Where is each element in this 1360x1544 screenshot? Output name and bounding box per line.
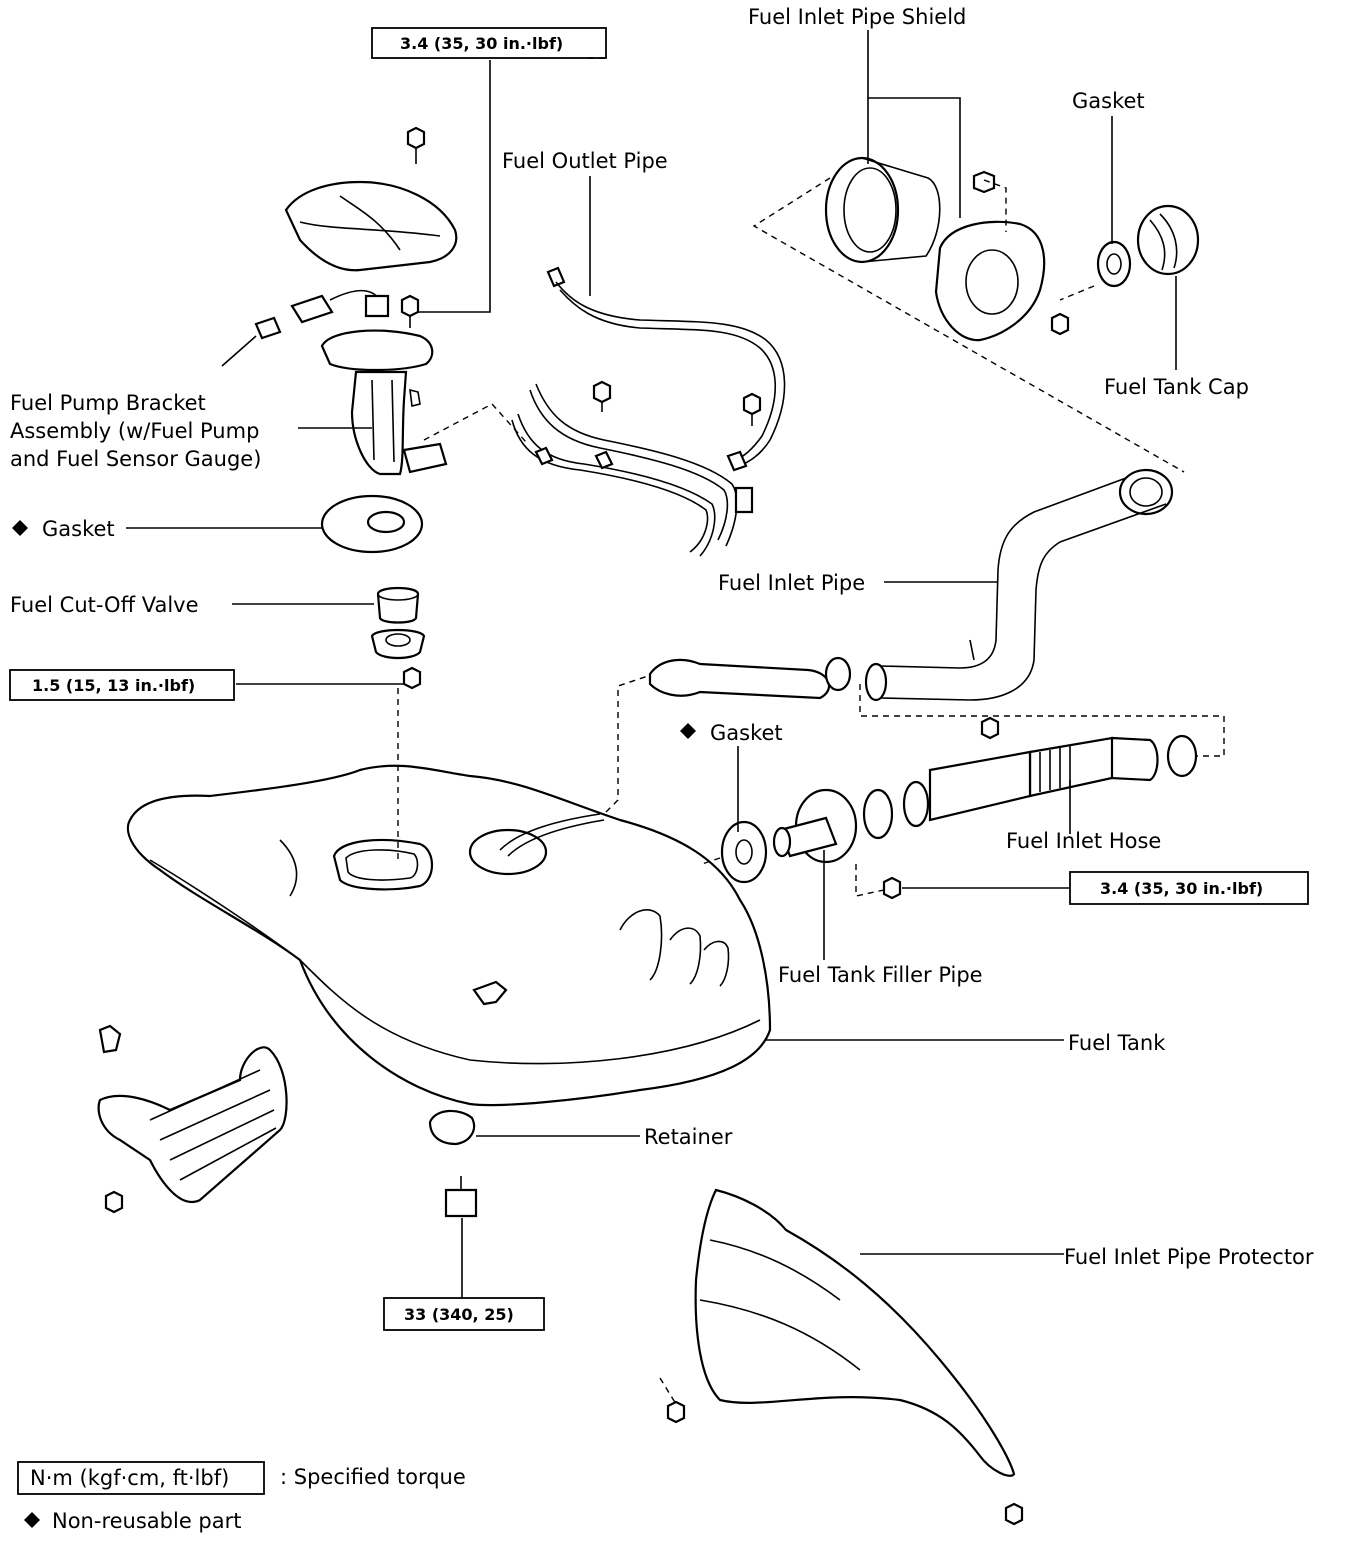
fuel-tube-assembly bbox=[511, 383, 754, 557]
legend-nonreusable-desc: Non-reusable part bbox=[52, 1509, 241, 1533]
legend-torque-unit: N·m (kgf·cm, ft·lbf) bbox=[30, 1466, 229, 1490]
torque-box-top: 3.4 (35, 30 in.·lbf) bbox=[371, 27, 608, 59]
screw-icon bbox=[882, 876, 902, 900]
diamond-icon bbox=[24, 1512, 40, 1528]
fuel-cut-off-valve bbox=[370, 586, 426, 660]
label-fuel-pump-bracket-2: Assembly (w/Fuel Pump bbox=[10, 419, 259, 443]
fuel-inlet-pipe-protector bbox=[694, 1188, 1016, 1477]
part-labels: Fuel Inlet Pipe Shield Gasket Fuel Outle… bbox=[10, 5, 1314, 1269]
label-fuel-inlet-pipe-protector: Fuel Inlet Pipe Protector bbox=[1064, 1245, 1314, 1269]
fuel-tank-cap bbox=[1136, 204, 1200, 276]
screw-icon bbox=[1050, 312, 1070, 336]
fuel-pump-cover bbox=[284, 180, 458, 272]
label-fuel-tank-cap: Fuel Tank Cap bbox=[1104, 375, 1249, 399]
torque-drain-value: 33 (340, 25) bbox=[404, 1305, 514, 1324]
heat-shield bbox=[97, 1046, 288, 1204]
torque-valve-value: 1.5 (15, 13 in.·lbf) bbox=[32, 676, 195, 695]
fuel-tank-filler-pipe bbox=[772, 788, 858, 864]
torque-box-filler: 3.4 (35, 30 in.·lbf) bbox=[1069, 871, 1309, 905]
torque-top-value: 3.4 (35, 30 in.·lbf) bbox=[400, 34, 563, 53]
label-fuel-cut-off-valve: Fuel Cut-Off Valve bbox=[10, 593, 199, 617]
label-gasket-pump: Gasket bbox=[42, 517, 115, 541]
cap-gasket bbox=[1096, 240, 1132, 288]
screw-icon bbox=[104, 1190, 124, 1214]
clip-icon bbox=[98, 1024, 122, 1054]
bolt-icon bbox=[402, 666, 422, 690]
label-gasket-filler: Gasket bbox=[710, 721, 783, 745]
diamond-icon bbox=[12, 520, 28, 536]
screw-icon bbox=[666, 1400, 686, 1424]
bolt-icon bbox=[592, 380, 612, 412]
torque-box-drain: 33 (340, 25) bbox=[383, 1297, 545, 1331]
torque-filler-value: 3.4 (35, 30 in.·lbf) bbox=[1100, 879, 1263, 898]
assembly-guides bbox=[397, 177, 1225, 1405]
diamond-icon bbox=[680, 723, 696, 739]
bolt-icon bbox=[742, 392, 762, 426]
screw-icon bbox=[980, 716, 1000, 740]
legend-torque-desc: : Specified torque bbox=[280, 1465, 466, 1489]
legend: N·m (kgf·cm, ft·lbf) : Specified torque … bbox=[17, 1461, 466, 1533]
bolt-icon bbox=[406, 126, 426, 164]
pump-connector bbox=[221, 289, 390, 367]
fuel-inlet-pipe bbox=[864, 468, 1174, 702]
torque-box-valve: 1.5 (15, 13 in.·lbf) bbox=[9, 669, 235, 701]
label-fuel-pump-bracket-1: Fuel Pump Bracket bbox=[10, 391, 206, 415]
label-fuel-tank-filler-pipe: Fuel Tank Filler Pipe bbox=[778, 963, 983, 987]
label-gasket-top: Gasket bbox=[1072, 89, 1145, 113]
leader-lines bbox=[126, 30, 1177, 1298]
drain-plug bbox=[444, 1176, 478, 1218]
vent-hose bbox=[648, 656, 852, 700]
torque-specs: 3.4 (35, 30 in.·lbf) 1.5 (15, 13 in.·lbf… bbox=[9, 27, 1309, 1331]
label-fuel-inlet-pipe-shield: Fuel Inlet Pipe Shield bbox=[748, 5, 966, 29]
filler-gasket bbox=[720, 820, 768, 884]
nut-icon bbox=[972, 170, 996, 194]
retainer bbox=[428, 1109, 476, 1146]
label-fuel-pump-bracket-3: and Fuel Sensor Gauge) bbox=[10, 447, 261, 471]
label-retainer: Retainer bbox=[644, 1125, 733, 1149]
label-fuel-inlet-hose: Fuel Inlet Hose bbox=[1006, 829, 1161, 853]
pump-gasket bbox=[320, 494, 424, 554]
part-drawings bbox=[97, 126, 1200, 1526]
bolt-icon bbox=[400, 294, 420, 328]
fuel-inlet-pipe-shield bbox=[824, 156, 1046, 342]
label-fuel-inlet-pipe: Fuel Inlet Pipe bbox=[718, 571, 865, 595]
screw-icon bbox=[1004, 1502, 1024, 1526]
fuel-inlet-hose bbox=[862, 734, 1198, 840]
label-fuel-tank: Fuel Tank bbox=[1068, 1031, 1166, 1055]
fuel-outlet-pipe bbox=[546, 266, 786, 472]
label-fuel-outlet-pipe: Fuel Outlet Pipe bbox=[502, 149, 668, 173]
fuel-tank bbox=[126, 764, 772, 1107]
fuel-pump-bracket-assembly bbox=[320, 329, 448, 476]
